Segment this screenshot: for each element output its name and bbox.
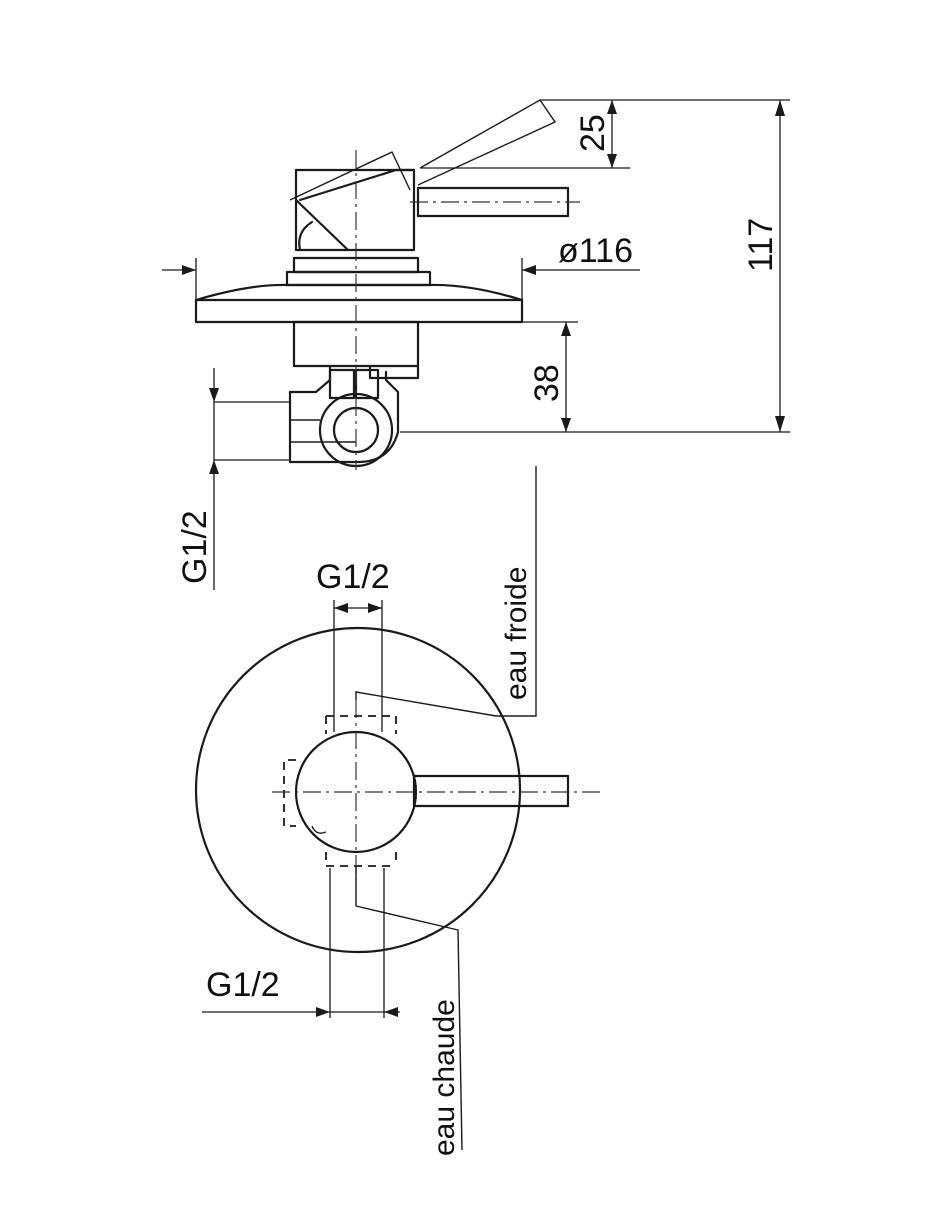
dim-g12-side: G1/2 [176, 510, 214, 584]
hot-leader [355, 866, 463, 1151]
dim-117: 117 [742, 218, 780, 272]
pipe-shade [290, 419, 356, 443]
wall-plate [194, 298, 524, 324]
body-step [368, 364, 420, 380]
hub-notch [311, 825, 327, 834]
dim-g12-top: G1/2 [316, 558, 390, 596]
cover-plate [194, 626, 522, 954]
stub-a [328, 368, 356, 400]
front-lever [412, 774, 570, 808]
label-cold-water: eau froide [500, 567, 533, 700]
front-view: G1/2 G1/2 eau froide eau chaude [194, 466, 600, 1156]
hidden-inlet-bottom [325, 852, 397, 867]
dim-g12-bottom: G1/2 [206, 966, 280, 1004]
lever-tilted [417, 99, 557, 186]
lever-arc [289, 151, 411, 201]
label-hot-water: eau chaude [428, 999, 461, 1156]
cold-leader [355, 466, 537, 717]
handle-neck [298, 220, 314, 252]
dim-25: 25 [574, 114, 612, 152]
side-view: 25 117 ø116 38 G1/2 [162, 99, 790, 590]
dim-116: ø116 [558, 232, 633, 270]
hidden-inlet-top [325, 715, 397, 734]
plate-dome [194, 283, 524, 302]
dim-38: 38 [528, 364, 566, 402]
flange [285, 270, 432, 287]
handle-bevel [294, 168, 416, 252]
hidden-side [283, 759, 296, 827]
